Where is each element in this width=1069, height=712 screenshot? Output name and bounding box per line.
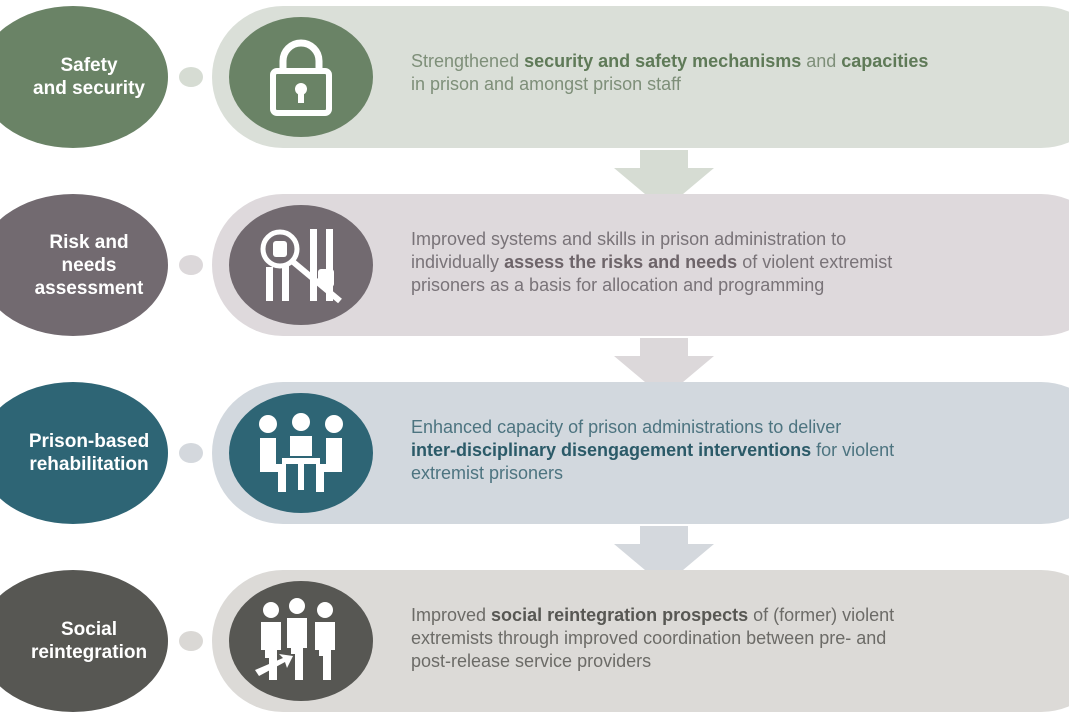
step-row-safety: Safety and security Strengthened securit… — [0, 6, 1069, 148]
description-text: for violent — [811, 440, 895, 460]
step-label-circle: Risk and needs assessment — [0, 194, 168, 336]
connector-dot — [179, 443, 203, 463]
description-text: Improved — [411, 605, 492, 625]
description-emphasis: capacities — [841, 51, 929, 71]
down-arrow-icon — [614, 338, 714, 398]
description-text: Enhanced capacity of prison administrati… — [411, 417, 842, 437]
description-text: extremist prisoners — [411, 463, 564, 483]
description-emphasis: inter-disciplinary disengagement interve… — [411, 440, 812, 460]
description-text: extremists through improved coordination… — [411, 628, 887, 648]
step-label-circle: Social reintegration — [0, 570, 168, 712]
step-label: Risk and needs assessment — [34, 231, 144, 299]
step-label: Safety and security — [33, 55, 145, 99]
description-emphasis: social reintegration prospects — [491, 605, 749, 625]
step-row-reintegration: Social reintegration Improved social rei… — [0, 570, 1069, 712]
step-description: Enhanced capacity of prison administrati… — [411, 416, 1051, 485]
connector-dot — [179, 67, 203, 87]
description-text: Improved systems and skills in prison ad… — [411, 229, 847, 249]
step-row-rehabilitation: Prison-based rehabilitation Enhanced cap… — [0, 382, 1069, 524]
description-text: individually — [411, 252, 505, 272]
description-text: of (former) violent — [748, 605, 895, 625]
step-label: Social reintegration — [30, 619, 148, 663]
description-text: post-release service providers — [411, 651, 652, 671]
description-emphasis: security and safety mechanisms — [524, 51, 802, 71]
description-text: in prison and amongst prison staff — [411, 74, 681, 94]
step-description: Improved social reintegration prospects … — [411, 604, 1051, 673]
description-emphasis: assess the risks and needs — [504, 252, 738, 272]
step-label-circle: Safety and security — [0, 6, 168, 148]
down-arrow-icon — [614, 150, 714, 210]
description-text: of violent extremist — [737, 252, 893, 272]
connector-dot — [179, 631, 203, 651]
magnifier-prison-bars-icon — [229, 205, 373, 325]
step-row-risk: Risk and needs assessment Improved syste… — [0, 194, 1069, 336]
description-text: Strengthened — [411, 51, 525, 71]
step-description: Improved systems and skills in prison ad… — [411, 228, 1051, 297]
step-label: Prison-based rehabilitation — [28, 431, 150, 475]
community-people-icon — [229, 581, 373, 701]
description-text: prisoners as a basis for allocation and … — [411, 275, 825, 295]
description-text: and — [801, 51, 842, 71]
padlock-icon — [229, 17, 373, 137]
step-label-circle: Prison-based rehabilitation — [0, 382, 168, 524]
connector-dot — [179, 255, 203, 275]
meeting-group-icon — [229, 393, 373, 513]
down-arrow-icon — [614, 526, 714, 586]
step-description: Strengthened security and safety mechani… — [411, 50, 1051, 96]
